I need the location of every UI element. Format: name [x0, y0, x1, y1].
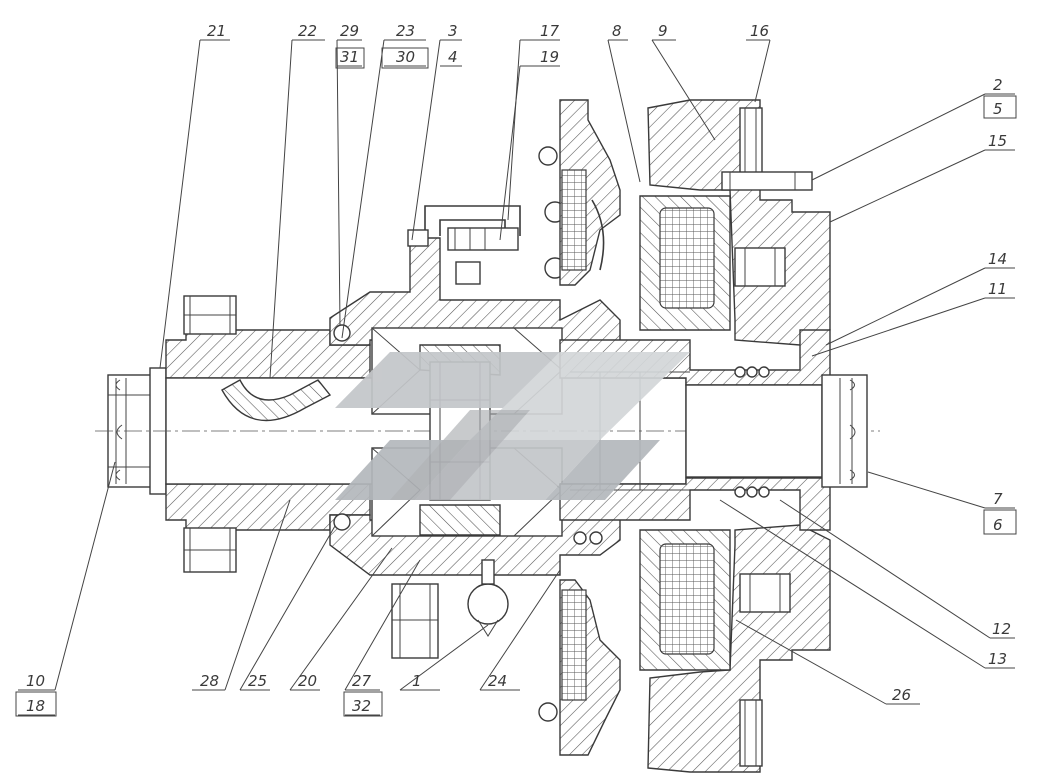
brake-disc: [538, 99, 621, 756]
callout-20: 20: [298, 672, 317, 690]
callout-31: 31: [340, 48, 359, 66]
callout-labels: 21 22 29 31 23 30 3 4 17 19 8 9 16 2 5 1…: [26, 22, 1011, 715]
callout-28: 28: [200, 672, 219, 690]
callout-29: 29: [340, 22, 359, 40]
callout-11: 11: [988, 280, 1007, 298]
callout-30: 30: [396, 48, 415, 66]
callout-22: 22: [298, 22, 317, 40]
callout-32: 32: [352, 697, 371, 715]
callout-12: 12: [992, 620, 1011, 638]
callout-18: 18: [26, 697, 45, 715]
electromagnetic-coils: [639, 195, 791, 671]
leader-lines: [18, 39, 1015, 716]
callout-10: 10: [26, 672, 45, 690]
callout-24: 24: [488, 672, 507, 690]
callout-19: 19: [540, 48, 559, 66]
callout-9: 9: [658, 22, 668, 40]
callout-7: 7: [993, 490, 1003, 508]
callout-16: 16: [750, 22, 769, 40]
callout-21: 21: [207, 22, 226, 40]
callout-13: 13: [988, 650, 1007, 668]
callout-8: 8: [612, 22, 622, 40]
callout-25: 25: [248, 672, 267, 690]
bearings-left: [333, 324, 603, 545]
callout-frames: [15, 47, 1017, 717]
callout-2: 2: [993, 76, 1003, 94]
callout-23: 23: [396, 22, 415, 40]
callout-3: 3: [448, 22, 458, 40]
callout-1: 1: [412, 672, 422, 690]
callout-26: 26: [892, 686, 911, 704]
callout-27: 27: [352, 672, 372, 690]
callout-17: 17: [540, 22, 560, 40]
watermark-logo-icon: [335, 352, 690, 500]
callout-4: 4: [448, 48, 458, 66]
drain-valve: [391, 559, 509, 659]
callout-6: 6: [993, 516, 1003, 534]
callout-5: 5: [993, 100, 1003, 118]
callout-15: 15: [988, 132, 1007, 150]
callout-14: 14: [988, 250, 1007, 268]
